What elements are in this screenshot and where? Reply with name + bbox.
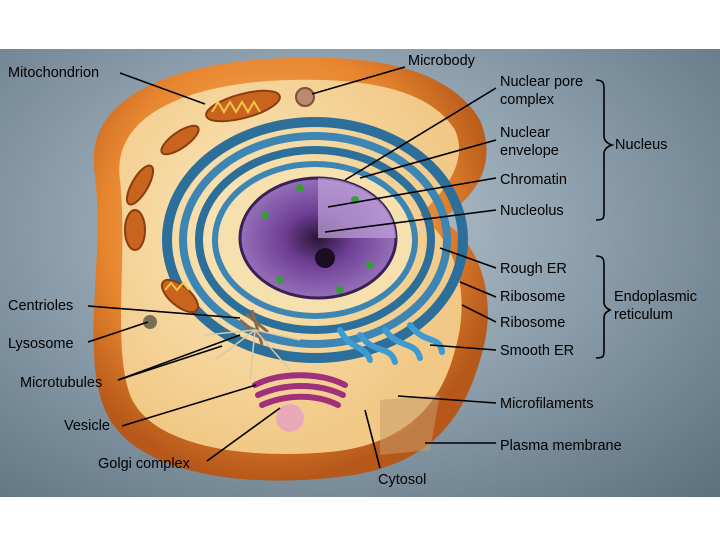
smooth-er-shape [337,322,445,365]
brace-er [595,255,612,359]
label-golgi-complex: Golgi complex [98,456,190,472]
vesicle-shape [276,404,304,432]
label-endoplasmic-line2: reticulum [614,307,673,323]
label-microbody: Microbody [408,53,475,69]
label-nuclear-envelope-line1: Nuclear [500,125,550,141]
label-plasma-membrane: Plasma membrane [500,438,622,454]
label-nucleolus: Nucleolus [500,203,564,219]
label-ribosome-2: Ribosome [500,315,566,331]
label-chromatin: Chromatin [500,172,567,188]
microbody-shape [295,87,315,107]
rough-er-shape [162,117,468,363]
brace-nucleus [595,79,615,221]
label-endoplasmic-line1: Endoplasmic [614,289,698,305]
golgi-shape [252,372,348,408]
label-nuclear-envelope: Nuclear envelope [500,124,559,160]
label-nuclear-pore-complex: Nuclear pore complex [500,73,583,109]
label-vesicle: Vesicle [64,418,110,434]
label-nuclear-pore-line1: Nuclear pore [500,74,584,90]
label-cytosol: Cytosol [378,472,427,488]
label-rough-er: Rough ER [500,261,567,277]
label-centrioles: Centrioles [8,298,74,314]
label-microfilaments: Microfilaments [500,396,594,412]
leader-lines [87,66,497,469]
centrioles-shape [239,309,269,346]
label-nuclear-pore-line2: complex [500,92,554,108]
label-mitochondrion: Mitochondrion [8,65,100,81]
mitochondria-shapes [124,89,281,314]
lysosome-shape [143,315,157,329]
label-nuclear-envelope-line2: envelope [500,143,559,159]
label-nucleus: Nucleus [615,137,668,153]
label-endoplasmic-reticulum: Endoplasmic reticulum [614,288,697,324]
label-ribosome-1: Ribosome [500,289,566,305]
label-smooth-er: Smooth ER [500,343,575,359]
nucleolus-shape [315,248,335,268]
label-lysosome: Lysosome [8,336,74,352]
label-microtubules: Microtubules [20,375,103,391]
